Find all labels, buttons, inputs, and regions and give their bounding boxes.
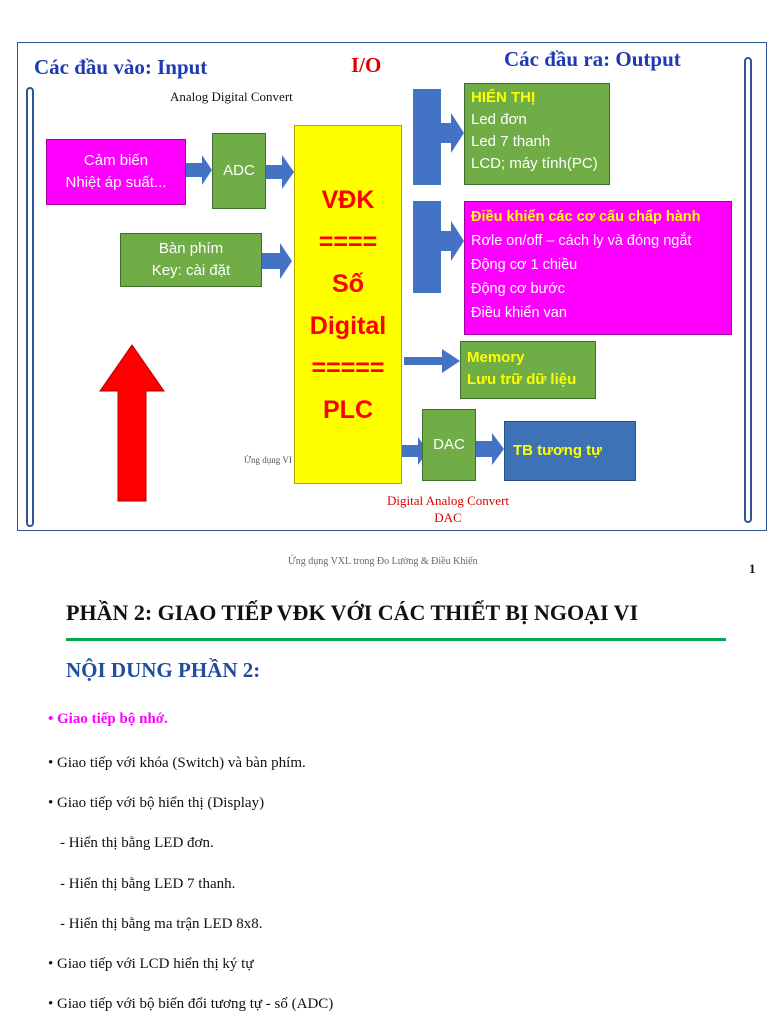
mcu-line-vdk: VĐK (321, 185, 375, 214)
list-item-text: - Hiển thị bằng LED 7 thanh. (60, 876, 236, 892)
list-item: • Giao tiếp với bộ biến đổi tương tự - s… (48, 996, 334, 1012)
mcu-line-sep1: ==== (318, 227, 378, 256)
analog-device-label: TB tương tự (513, 442, 603, 459)
list-item: - Hiển thị bằng ma trận LED 8x8. (60, 916, 262, 933)
page-number: 1 (749, 561, 756, 576)
mcu-line-so: Số (332, 269, 364, 298)
io-title: I/O (351, 53, 382, 77)
dac-label: DAC (433, 436, 465, 453)
list-item: • Giao tiếp với LCD hiển thị ký tự (48, 956, 254, 972)
actuator-item: Rơle on/off – cách ly và đóng ngắt (471, 233, 692, 249)
display-title: HIỂN THỊ (471, 89, 536, 106)
mcu-line-sep2: ===== (311, 353, 385, 382)
memory-line2: Lưu trữ dữ liệu (467, 371, 577, 388)
big-red-arrow (99, 344, 165, 502)
section-title-underline (66, 638, 726, 641)
list-item-text: Giao tiếp với khóa (Switch) và bàn phím. (57, 755, 306, 771)
list-item-text: Giao tiếp với bộ hiển thị (Display) (57, 795, 265, 811)
right-bracket (744, 57, 752, 523)
memory-box: Memory Lưu trữ dữ liệu (460, 341, 596, 399)
display-item: Led 7 thanh (471, 133, 551, 150)
arrows-layer (99, 89, 504, 502)
section-subtitle: NỘI DUNG PHẦN 2: (66, 658, 261, 682)
dac-caption-line2: DAC (434, 510, 462, 525)
display-item: Led đơn (471, 111, 527, 128)
list-item-text: - Hiển thị bằng LED đơn. (60, 835, 214, 851)
small-caption: Ứng dụng VI (244, 455, 292, 465)
arrow-mcu-to-actuator-body (413, 201, 441, 293)
adc-caption: Analog Digital Convert (170, 89, 293, 104)
arrow-sensor-to-adc (186, 155, 212, 185)
sensor-line2: Nhiệt áp suất... (65, 174, 167, 191)
actuator-item: Điều khiển van (471, 305, 567, 321)
list-item-text: Giao tiếp với bộ biến đổi tương tự - số … (57, 996, 334, 1012)
list-item-text: Giao tiếp bộ nhớ. (57, 711, 168, 727)
mcu-line-plc: PLC (323, 395, 373, 424)
arrow-mcu-to-actuator-head (441, 221, 464, 261)
arrow-keyboard-to-mcu (262, 243, 292, 279)
dac-caption: Digital Analog Convert DAC (358, 492, 538, 526)
arrow-mcu-to-memory (404, 349, 460, 373)
arrow-mcu-to-display-head (441, 113, 464, 153)
outputs-title: Các đầu ra: Output (504, 47, 681, 71)
actuator-item: Động cơ bước (471, 281, 566, 297)
arrow-adc-to-mcu (266, 155, 294, 189)
list-item: - Hiển thị bằng LED 7 thanh. (60, 876, 235, 893)
slide-diagram: Các đầu vào: Input I/O Các đầu ra: Outpu… (17, 42, 767, 531)
inputs-title: Các đầu vào: Input (34, 55, 208, 79)
dac-caption-line1: Digital Analog Convert (386, 493, 510, 508)
section-title: PHẦN 2: GIAO TIẾP VĐK VỚI CÁC THIẾT BỊ N… (66, 600, 639, 625)
list-item-text: - Hiển thị bằng ma trận LED 8x8. (60, 916, 263, 932)
mcu-line-digital: Digital (309, 311, 387, 340)
keyboard-box: Bàn phím Key: cài đặt (120, 233, 262, 287)
actuator-item: Động cơ 1 chiều (471, 257, 578, 273)
keyboard-line2: Key: cài đặt (151, 262, 231, 279)
adc-box: ADC (212, 133, 266, 209)
list-item: - Hiển thị bằng LED đơn. (60, 835, 214, 852)
arrow-dac-to-device (476, 433, 504, 465)
display-box: HIỂN THỊ Led đơn Led 7 thanh LCD; máy tí… (464, 83, 610, 185)
adc-label: ADC (223, 162, 255, 179)
memory-line1: Memory (467, 349, 525, 366)
display-item: LCD; máy tính(PC) (471, 155, 598, 172)
sensor-line1: Cảm biến (83, 152, 149, 169)
list-item-text: Giao tiếp với LCD hiển thị ký tự (57, 956, 254, 972)
list-item: • Giao tiếp bộ nhớ. (48, 711, 168, 727)
footer-caption: Ứng dụng VXL trong Đo Lường & Điều Khiển (288, 556, 478, 567)
left-bracket (26, 87, 34, 527)
list-item: • Giao tiếp với khóa (Switch) và bàn phí… (48, 755, 306, 771)
dac-box: DAC (422, 409, 476, 481)
actuator-box: Điều khiển các cơ cấu chấp hành Rơle on/… (464, 201, 732, 335)
analog-device-box: TB tương tự (504, 421, 636, 481)
mcu-box: VĐK ==== Số Digital ===== PLC (294, 125, 402, 484)
actuator-title: Điều khiển các cơ cấu chấp hành (471, 209, 701, 225)
arrow-mcu-to-dac (402, 437, 428, 465)
sensor-box: Cảm biến Nhiệt áp suất... (46, 139, 186, 205)
list-item: • Giao tiếp với bộ hiển thị (Display) (48, 795, 265, 811)
keyboard-line1: Bàn phím (158, 240, 224, 257)
arrow-mcu-to-display-body (413, 89, 441, 185)
